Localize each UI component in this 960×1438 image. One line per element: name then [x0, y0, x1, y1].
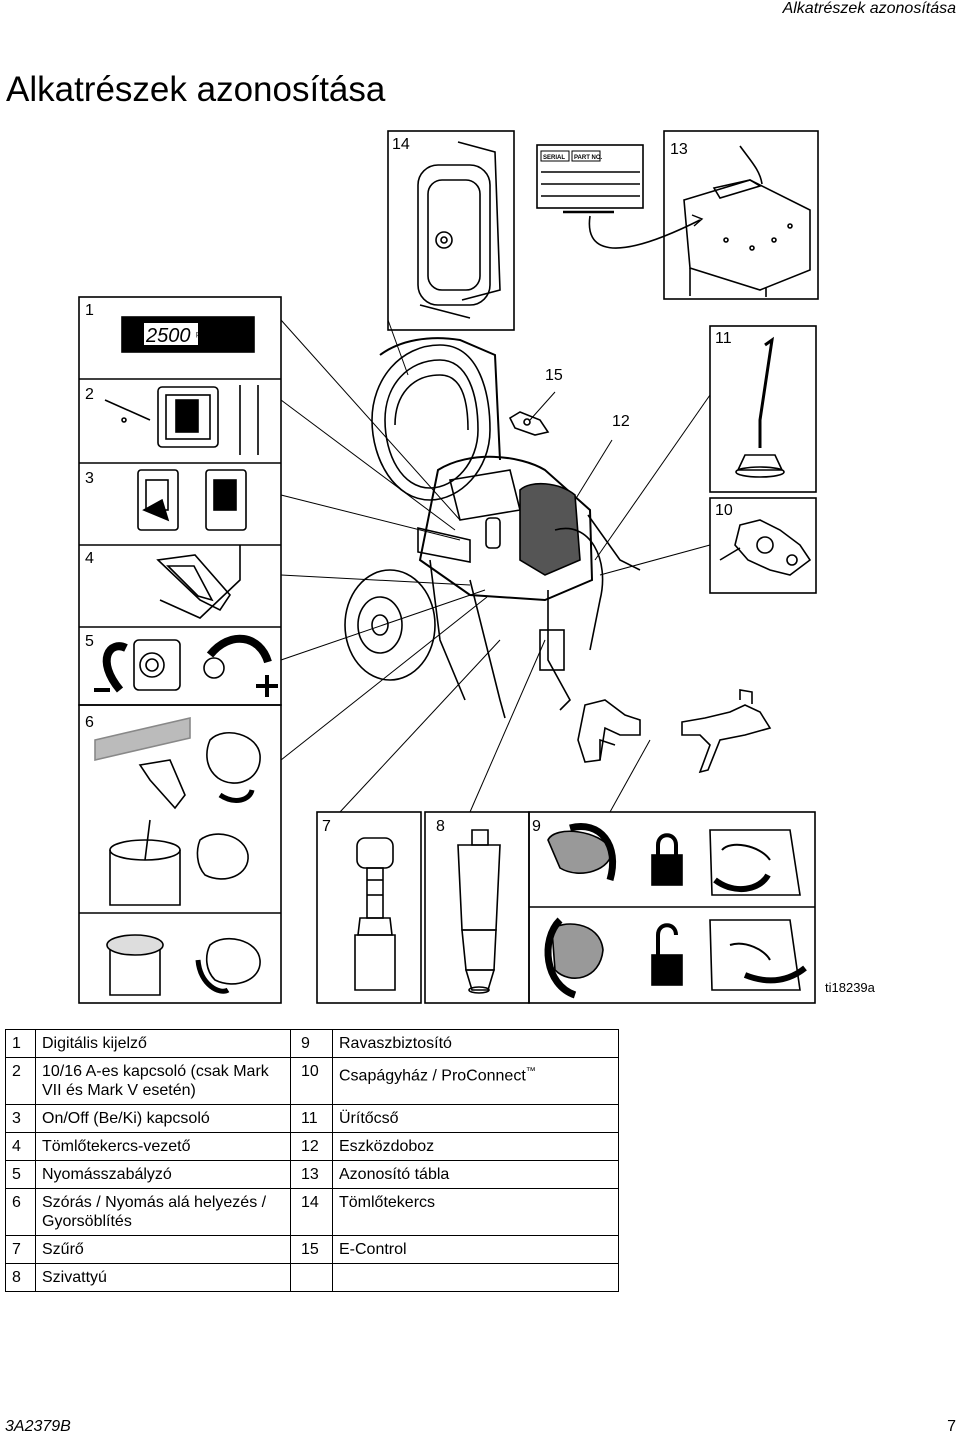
- callout-12: 12: [612, 413, 630, 430]
- legend-number: 11: [290, 1104, 333, 1133]
- legend-number: 6: [5, 1188, 36, 1236]
- legend-number: 2: [5, 1057, 36, 1105]
- page-number: 7: [947, 1418, 956, 1435]
- callout-4: 4: [85, 550, 94, 567]
- legend-number: 13: [290, 1160, 333, 1189]
- table-row: 3 On/Off (Be/Ki) kapcsoló 11 Ürítőcső: [5, 1104, 619, 1133]
- parts-figure: 2500 psi SERIAL PART NO.: [78, 130, 819, 1004]
- callout-5: 5: [85, 633, 94, 650]
- table-row: 7 Szűrő 15 E-Control: [5, 1235, 619, 1264]
- legend-number: 8: [5, 1263, 36, 1292]
- panel-hose-reel-frame: [387, 130, 515, 331]
- legend-description-cell: Csapágyház / ProConnect™: [332, 1057, 619, 1105]
- parts-legend-table: 1 Digitális kijelző 9 Ravaszbiztosító 2 …: [5, 1029, 619, 1292]
- display-unit: psi: [196, 331, 205, 338]
- legend-number: 4: [5, 1132, 36, 1161]
- callout-3: 3: [85, 470, 94, 487]
- callout-2: 2: [85, 386, 94, 403]
- panel-drain-tube-frame: [709, 325, 817, 493]
- callout-7: 7: [322, 818, 331, 835]
- legend-description: Ravaszbiztosító: [332, 1029, 619, 1058]
- table-row: 2 10/16 A-es kapcsoló (csak Mark VII és …: [5, 1057, 619, 1105]
- table-row: 4 Tömlőtekercs-vezető 12 Eszközdoboz: [5, 1132, 619, 1161]
- legend-description: Tömlőtekercs: [332, 1188, 619, 1236]
- panel-spray-frame: [78, 704, 282, 1004]
- legend-description: Nyomásszabályzó: [35, 1160, 291, 1189]
- legend-number: 15: [290, 1235, 333, 1264]
- page-title: Alkatrészek azonosítása: [6, 70, 386, 109]
- callout-14: 14: [392, 136, 410, 153]
- callout-8: 8: [436, 818, 445, 835]
- panel-pump-frame: [424, 811, 530, 1004]
- legend-description: Csapágyház / ProConnect: [339, 1067, 526, 1085]
- legend-description: 10/16 A-es kapcsoló (csak Mark VII és Ma…: [35, 1057, 291, 1105]
- table-row: 1 Digitális kijelző 9 Ravaszbiztosító: [5, 1029, 619, 1058]
- legend-description: On/Off (Be/Ki) kapcsoló: [35, 1104, 291, 1133]
- document-number: 3A2379B: [5, 1418, 71, 1435]
- panel-id-plate-frame: [663, 130, 819, 300]
- legend-description: Digitális kijelző: [35, 1029, 291, 1058]
- panel-filter-frame: [316, 811, 422, 1004]
- legend-description: Tömlőtekercs-vezető: [35, 1132, 291, 1161]
- legend-number: 9: [290, 1029, 333, 1058]
- legend-description: [332, 1263, 619, 1292]
- callout-11: 11: [715, 330, 732, 347]
- callout-6: 6: [85, 714, 94, 731]
- legend-description: Eszközdoboz: [332, 1132, 619, 1161]
- legend-description: Szűrő: [35, 1235, 291, 1264]
- callout-15: 15: [545, 367, 563, 384]
- legend-number: [290, 1263, 333, 1292]
- legend-number: 3: [5, 1104, 36, 1133]
- legend-description: Szivattyú: [35, 1263, 291, 1292]
- plate-serial-label: SERIAL: [543, 155, 565, 161]
- plate-part-label: PART NO.: [574, 155, 603, 161]
- table-row: 6 Szórás / Nyomás alá helyezés / Gyorsöb…: [5, 1188, 619, 1236]
- legend-description: Szórás / Nyomás alá helyezés / Gyorsöblí…: [35, 1188, 291, 1236]
- legend-number: 10: [290, 1057, 333, 1105]
- legend-number: 12: [290, 1132, 333, 1161]
- legend-number: 5: [5, 1160, 36, 1189]
- legend-number: 1: [5, 1029, 36, 1058]
- legend-description: Ürítőcső: [332, 1104, 619, 1133]
- figure-id: ti18239a: [825, 980, 875, 995]
- running-header: Alkatrészek azonosítása: [782, 0, 956, 17]
- legend-description: Azonosító tábla: [332, 1160, 619, 1189]
- table-row: 8 Szivattyú: [5, 1263, 619, 1292]
- legend-number: 14: [290, 1188, 333, 1236]
- display-reading: 2500: [145, 325, 191, 347]
- trademark-symbol: ™: [525, 1066, 536, 1077]
- callout-10: 10: [715, 502, 733, 519]
- callout-13: 13: [670, 141, 688, 158]
- table-row: 5 Nyomásszabályzó 13 Azonosító tábla: [5, 1160, 619, 1189]
- legend-description: E-Control: [332, 1235, 619, 1264]
- callout-1: 1: [85, 302, 94, 319]
- legend-number: 7: [5, 1235, 36, 1264]
- callout-9: 9: [532, 818, 541, 835]
